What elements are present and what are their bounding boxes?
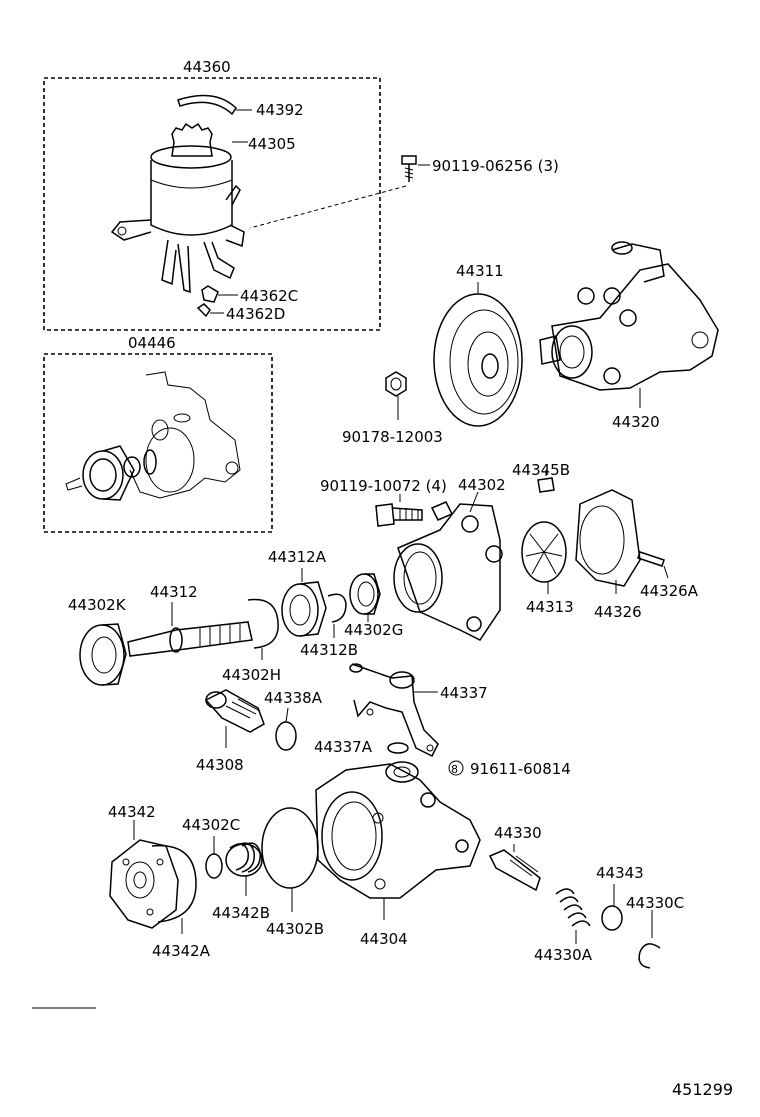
label-44342: 44342 <box>108 803 156 821</box>
part-44305-reservoir <box>110 122 248 294</box>
part-44392-clamp <box>177 94 252 116</box>
part-44312B-snap-ring <box>327 593 347 638</box>
part-44311-pulley <box>433 282 523 427</box>
label-44302C: 44302C <box>182 816 240 834</box>
label-44343: 44343 <box>596 864 644 882</box>
part-44362D-cap <box>196 303 224 318</box>
part-44337A-gasket <box>387 742 409 754</box>
part-44326A-pin <box>637 551 669 579</box>
label-90119-06256: 90119-06256 (3) <box>432 157 559 175</box>
diagram-id: 451299 <box>672 1080 733 1099</box>
label-44362C: 44362C <box>240 287 298 305</box>
label-91611-60814: 91611-60814 <box>470 760 571 778</box>
label-44313: 44313 <box>526 598 574 616</box>
part-44362C-hose-fitting <box>201 285 238 303</box>
part-44326-side-plate <box>575 489 641 594</box>
part-90119-06256-bolt <box>249 155 430 229</box>
part-44308-valve <box>204 689 265 748</box>
part-44345B-vane <box>537 470 555 493</box>
part-90119-10072-bolt <box>375 494 423 527</box>
label-44330: 44330 <box>494 824 542 842</box>
part-44342-rear-housing <box>109 820 197 929</box>
part-44312-shaft <box>127 602 253 657</box>
part-44302K-oil-seal <box>79 623 127 686</box>
label-44360: 44360 <box>183 58 231 76</box>
label-44305: 44305 <box>248 135 296 153</box>
part-90178-12003-nut <box>385 371 407 420</box>
label-44337A: 44337A <box>314 738 373 756</box>
label-44302: 44302 <box>458 476 506 494</box>
bolt-badge-number: 8 <box>451 763 458 776</box>
gasket-kit-parts <box>65 371 241 501</box>
part-44330-valve <box>488 844 541 892</box>
label-44392: 44392 <box>256 101 304 119</box>
label-44338A: 44338A <box>264 689 323 707</box>
part-44342B-spring <box>225 842 263 896</box>
label-90119-10072: 90119-10072 (4) <box>320 477 447 495</box>
label-44312B: 44312B <box>300 641 358 659</box>
gasket-kit-box <box>43 353 273 533</box>
part-44302C-o-ring <box>205 836 223 879</box>
part-44330A-spring <box>555 888 591 944</box>
part-44302B-o-ring <box>261 807 319 912</box>
label-44320: 44320 <box>612 413 660 431</box>
part-44313-rotor <box>521 521 567 594</box>
part-44330C-snap-ring <box>638 910 661 969</box>
label-44326: 44326 <box>594 603 642 621</box>
label-90178-12003: 90178-12003 <box>342 428 443 446</box>
label-44337: 44337 <box>440 684 488 702</box>
label-44302B: 44302B <box>266 920 324 938</box>
label-44345B: 44345B <box>512 461 570 479</box>
part-44320-pump-assembly <box>539 241 719 408</box>
label-44342A: 44342A <box>152 942 211 960</box>
reservoir-group-box <box>43 77 381 331</box>
part-44343-plug <box>601 884 623 931</box>
label-44302G: 44302G <box>344 621 403 639</box>
label-04446: 04446 <box>128 334 176 352</box>
label-44311: 44311 <box>456 262 504 280</box>
label-44302H: 44302H <box>222 666 281 684</box>
part-44312A-bearing <box>281 568 327 637</box>
label-44362D: 44362D <box>226 305 285 323</box>
label-44302K: 44302K <box>68 596 127 614</box>
part-91611-60814-bolt: 8 <box>448 760 464 776</box>
part-44302H-snap-ring <box>247 598 279 660</box>
label-44312A: 44312A <box>268 548 327 566</box>
label-44330C: 44330C <box>626 894 684 912</box>
label-44330A: 44330A <box>534 946 593 964</box>
label-44312: 44312 <box>150 583 198 601</box>
part-44302G-seal <box>349 573 381 622</box>
part-44302-cam-ring-housing <box>393 491 503 641</box>
label-44326A: 44326A <box>640 582 699 600</box>
part-44338A-o-ring <box>275 707 297 751</box>
part-44304-front-housing <box>315 761 481 920</box>
label-44304: 44304 <box>360 930 408 948</box>
part-44337-union <box>349 663 439 758</box>
label-44308: 44308 <box>196 756 244 774</box>
label-44342B: 44342B <box>212 904 270 922</box>
bolt-badge-icon <box>448 760 464 776</box>
